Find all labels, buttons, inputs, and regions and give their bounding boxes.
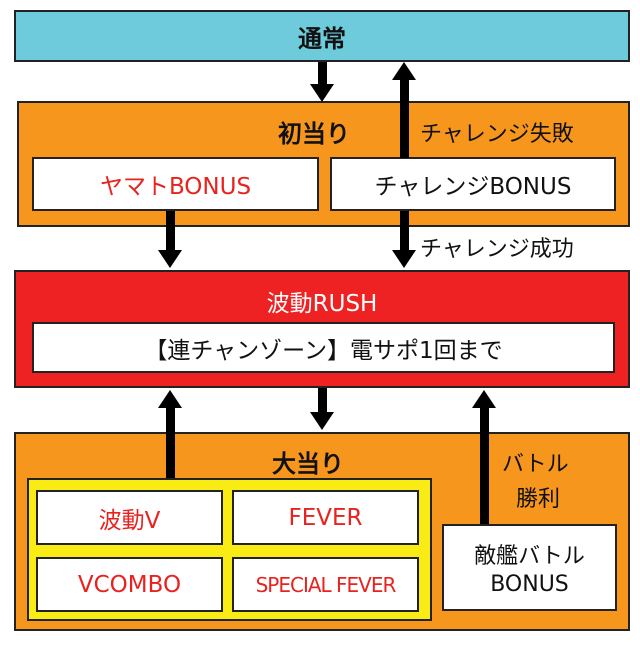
vcombo-label: VCOMBO [77,571,182,598]
yamato-bonus-box: ヤマトBONUS [32,157,319,211]
hado-v-label: 波動V [98,507,161,534]
fever-box: FEVER [232,490,419,545]
battle-win-label-1: バトル [502,452,569,477]
special-fever-box: SPECIAL FEVER [232,557,419,612]
special-fever-label: SPECIAL FEVER [255,572,397,597]
yamato-bonus-label: ヤマトBONUS [99,174,252,200]
normal-state-label: 通常 [298,24,346,53]
hado-v-box: 波動V [36,490,223,545]
challenge-bonus-box: チャレンジBONUS [330,157,616,211]
rush-detail-label: 【連チャンゾーン】電サポ1回まで [144,337,503,364]
battle-bonus-box: 敵艦バトル BONUS [442,524,617,611]
battle-bonus-label-2: BONUS [490,572,569,597]
challenge-fail-label: チャレンジ失敗 [420,122,574,147]
big-hit-label: 大当り [272,450,344,478]
challenge-success-label: チャレンジ成功 [420,237,574,262]
rush-label: 波動RUSH [266,291,378,317]
battle-bonus-label-1: 敵艦バトル [474,544,585,569]
first-hit-label: 初当り [278,120,350,148]
rush-detail-box: 【連チャンゾーン】電サポ1回まで [32,322,615,373]
fever-label: FEVER [288,504,363,531]
challenge-bonus-label: チャレンジBONUS [374,174,572,200]
normal-state-box: 通常 [14,10,630,62]
battle-win-label-2: 勝利 [516,487,561,512]
vcombo-box: VCOMBO [36,557,223,612]
